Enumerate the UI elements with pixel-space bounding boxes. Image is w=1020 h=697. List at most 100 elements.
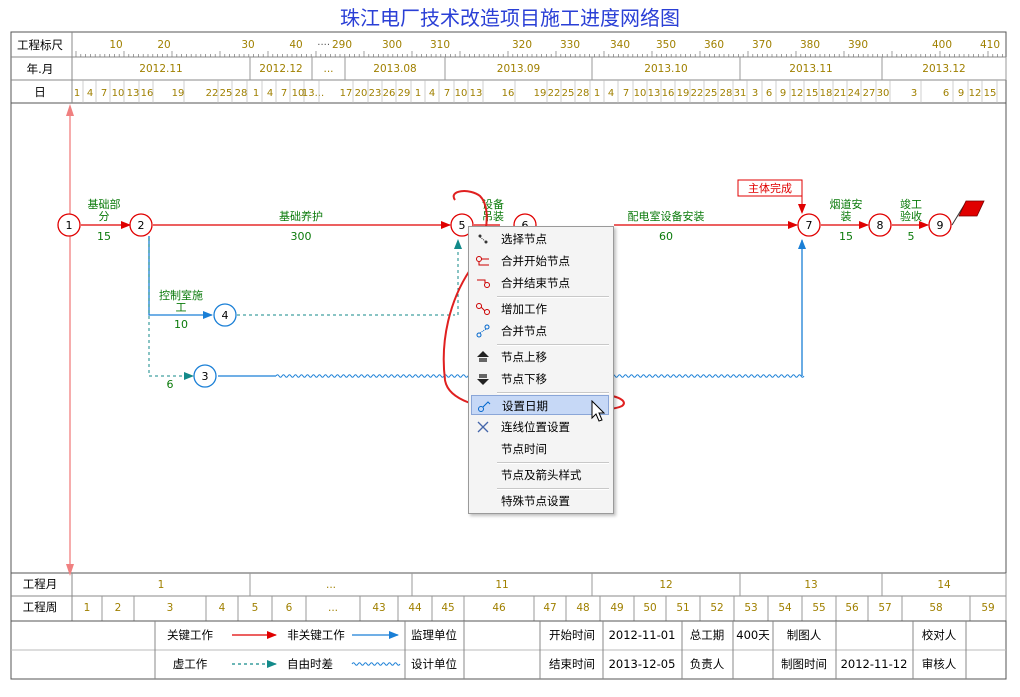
day-cell: 7 [101,88,107,99]
context-menu-item[interactable]: 选择节点 [471,229,609,249]
context-menu-item[interactable]: 合并结束节点 [471,273,609,293]
scale-tick-label: 330 [560,39,580,51]
day-cell: 15 [806,88,819,99]
milestone-annotation[interactable]: 主体完成 [737,179,806,214]
node-label: 6 [522,219,529,232]
activity-name: 装 [841,210,852,223]
activity-name: 工 [176,301,187,314]
node-5[interactable] [450,213,474,237]
scale-tick-label: 300 [382,39,402,51]
add-work-icon [475,301,491,317]
context-menu-item[interactable]: 节点及箭头样式 [471,465,609,485]
node-label: 4 [222,309,229,322]
project-week-cell: 52 [710,602,723,614]
network-nodes[interactable]: 123456789 [57,213,952,388]
day-cell: 3 [911,88,917,99]
context-menu-item-label: 设置日期 [502,399,548,413]
day-cell: 12 [791,88,804,99]
end-time-value: 2013-12-05 [609,657,676,671]
node-9[interactable] [928,213,952,237]
project-week-cell: 49 [610,602,623,614]
context-menu-separator [497,462,609,464]
project-month-cell: 1 [158,579,165,591]
scale-tick-label: 350 [656,39,676,51]
mouse-cursor-icon [591,400,606,422]
day-cell: 27 [863,88,876,99]
day-cell: 19 [677,88,690,99]
day-cell: 30 [877,88,890,99]
day-cell: 16 [141,88,154,99]
start-time-label: 开始时间 [549,628,595,642]
context-menu-item[interactable]: 特殊节点设置 [471,491,609,511]
scale-gap-dots: ···· [317,40,330,51]
node-1[interactable] [57,213,81,237]
scale-tick-label: 30 [241,39,254,51]
day-cell: 13 [127,88,140,99]
end-time-label: 结束时间 [549,657,595,671]
project-week-cell: 56 [845,602,859,614]
day-cell: 22 [206,88,219,99]
node-3[interactable] [193,364,217,388]
context-menu-item-label: 特殊节点设置 [501,494,570,508]
node-2[interactable] [129,213,153,237]
project-month-label: 工程月 [23,577,58,591]
project-week-cell: 43 [372,602,385,614]
context-menu-item[interactable]: 节点时间 [471,439,609,459]
scale-tick-label: 310 [430,39,450,51]
context-menu-item[interactable]: 增加工作 [471,299,609,319]
scale-tick-label: 370 [752,39,772,51]
day-cell: 17 [340,88,353,99]
project-week-cell: 53 [744,602,757,614]
context-menu-item[interactable]: 节点下移 [471,369,609,389]
day-cell: 21 [834,88,847,99]
activity-name: 基础部 [88,197,121,211]
node-4[interactable] [213,303,237,327]
legend-noncritical-label: 非关键工作 [287,628,345,642]
context-menu[interactable]: 选择节点合并开始节点合并结束节点增加工作合并节点节点上移节点下移设置日期连线位置… [468,226,614,514]
node-up-icon [475,349,491,365]
context-menu-item[interactable]: 设置日期 [471,395,609,415]
day-cell: 29 [398,88,411,99]
milestone-label: 主体完成 [748,181,792,195]
day-cell: 19 [172,88,185,99]
context-menu-item[interactable]: 连线位置设置 [471,417,609,437]
project-week-cell: 47 [543,602,556,614]
activity-duration: 60 [659,230,673,243]
context-menu-separator [497,296,609,298]
project-week-cell: 6 [286,602,293,614]
context-menu-item[interactable]: 合并开始节点 [471,251,609,271]
start-time-value: 2012-11-01 [609,628,676,642]
project-month-cell: 11 [495,579,508,591]
legend-critical-label: 关键工作 [167,628,213,642]
day-cell: 9 [958,88,964,99]
node-8[interactable] [868,213,892,237]
day-row-label: 日 [34,85,46,99]
context-menu-item[interactable]: 节点上移 [471,347,609,367]
drafted-time-label: 制图时间 [781,657,827,671]
context-menu-item-label: 连线位置设置 [501,420,570,434]
month-cell: 2012.11 [139,63,182,75]
scale-tick-label: 10 [109,39,122,51]
day-cell: 12 [969,88,982,99]
activity-duration: 15 [97,230,111,243]
context-menu-separator [497,344,609,346]
day-cell: 10 [292,88,305,99]
merge-start-node-icon [475,253,491,269]
project-week-cell: ... [328,602,338,614]
drafter-label: 制图人 [787,628,822,642]
day-cell: 28 [235,88,248,99]
scale-tick-label: 290 [332,39,352,51]
node-label: 7 [806,219,813,232]
day-cell: 22 [548,88,561,99]
day-cell: 18 [820,88,833,99]
context-menu-item-label: 合并结束节点 [501,276,570,290]
month-cell: 2013.10 [644,63,687,75]
context-menu-item[interactable]: 合并节点 [471,321,609,341]
node-7[interactable] [797,213,821,237]
dummy-arrow-2-3 [148,238,194,380]
activity-name: 控制室施 [159,288,203,302]
